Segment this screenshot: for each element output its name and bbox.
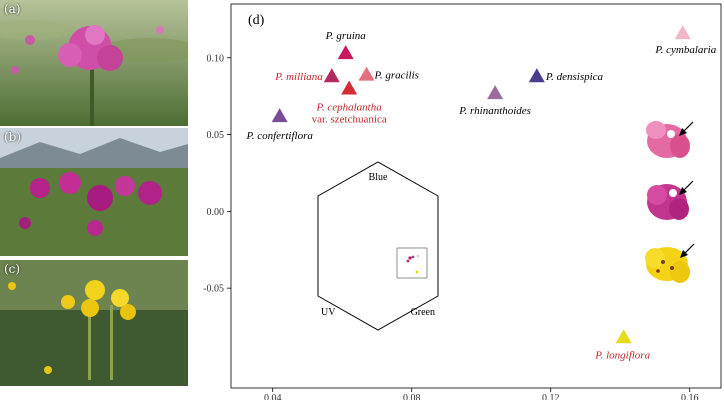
hexagon-zoom-box [396,247,428,279]
hexagon-label-blue: Blue [369,172,388,183]
data-point-marker [358,66,375,81]
panel-tag-a: (a) [4,2,21,16]
y-tick-label: 0.00 [207,207,225,218]
arrow-yellow [683,243,695,255]
y-tick-label: 0.05 [207,130,225,141]
flower-photo-yellow [0,260,188,386]
arrow-magenta [682,180,694,192]
data-point-marker [528,68,545,83]
flower-photo-pink [0,0,188,126]
photo-a: (a) [0,0,188,126]
x-tick-label: 0.04 [264,393,282,400]
data-point-marker [487,85,504,100]
data-point-marker [341,80,358,95]
species-label: P. gracilis [374,70,419,82]
x-tick-label: 0.12 [542,393,560,400]
flower-front-view-pink [646,121,694,158]
data-point-marker [615,329,632,344]
x-tick-label: 0.16 [681,393,699,400]
axes: 0.04 0.08 0.12 0.16 0.10 0.05 0.00 -0.05 [203,53,698,400]
plot-frame [230,3,722,389]
data-point-marker [271,108,288,123]
x-tick-label: 0.08 [403,393,421,400]
species-label: P. densispica [545,71,604,83]
species-label: P. rhinanthoides [458,105,531,117]
data-points: P. gruina P. gracilis P. milliana P. cephal… [245,25,717,361]
flower-front-view-magenta [647,180,694,220]
species-label: P. cymbalaria [654,44,716,56]
y-tick-label: -0.05 [203,284,224,295]
photo-b: (b) [0,128,188,256]
panel-tag-c: (c) [4,262,21,276]
species-label: P. longiflora [594,349,650,361]
panel-tag-b: (b) [4,130,22,144]
hexagon-label-uv: UV [321,307,336,318]
hexagon-label-green: Green [411,307,435,318]
data-point-marker [323,68,340,83]
y-tick-label: 0.10 [207,53,225,64]
data-point-marker [337,45,354,60]
scatter-plot: (d) 0.04 0.08 0.12 0.16 0.10 0.05 0.00 -0.05 Bl… [203,3,722,400]
data-point-marker [674,25,691,40]
flower-front-view-yellow [645,243,695,283]
species-label: P. gruina [325,30,367,42]
color-hexagon: Blue UV Green [317,161,439,331]
photo-c: (c) [0,260,188,386]
arrow-pink [682,121,694,133]
species-label: P. confertiflora [245,130,313,142]
panel-label-d: (d) [248,13,265,28]
flower-photo-magenta [0,128,188,256]
species-label: P. milliana [274,71,323,83]
